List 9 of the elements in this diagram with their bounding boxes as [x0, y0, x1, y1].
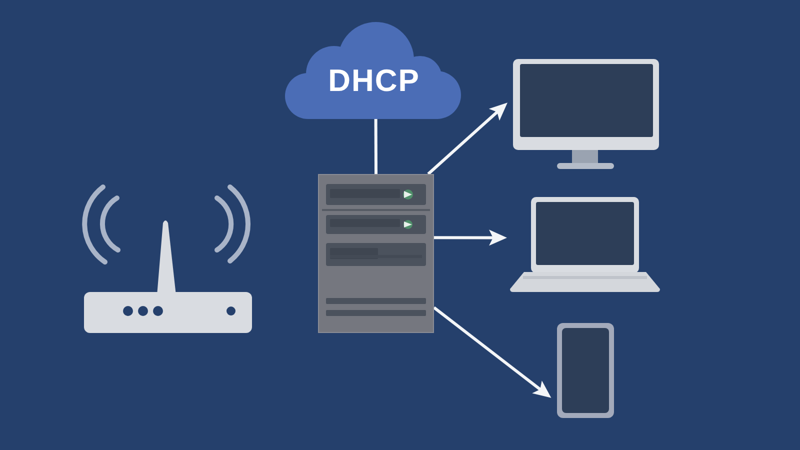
server-icon: [318, 174, 434, 333]
monitor-icon: [512, 58, 660, 171]
arrow: [434, 230, 507, 246]
node-label: DHCP: [328, 64, 420, 99]
laptop-icon: [509, 196, 661, 293]
connector-line: [374, 119, 378, 174]
arrow: [427, 102, 508, 176]
arrow: [433, 306, 552, 398]
phone-icon: [556, 322, 615, 419]
